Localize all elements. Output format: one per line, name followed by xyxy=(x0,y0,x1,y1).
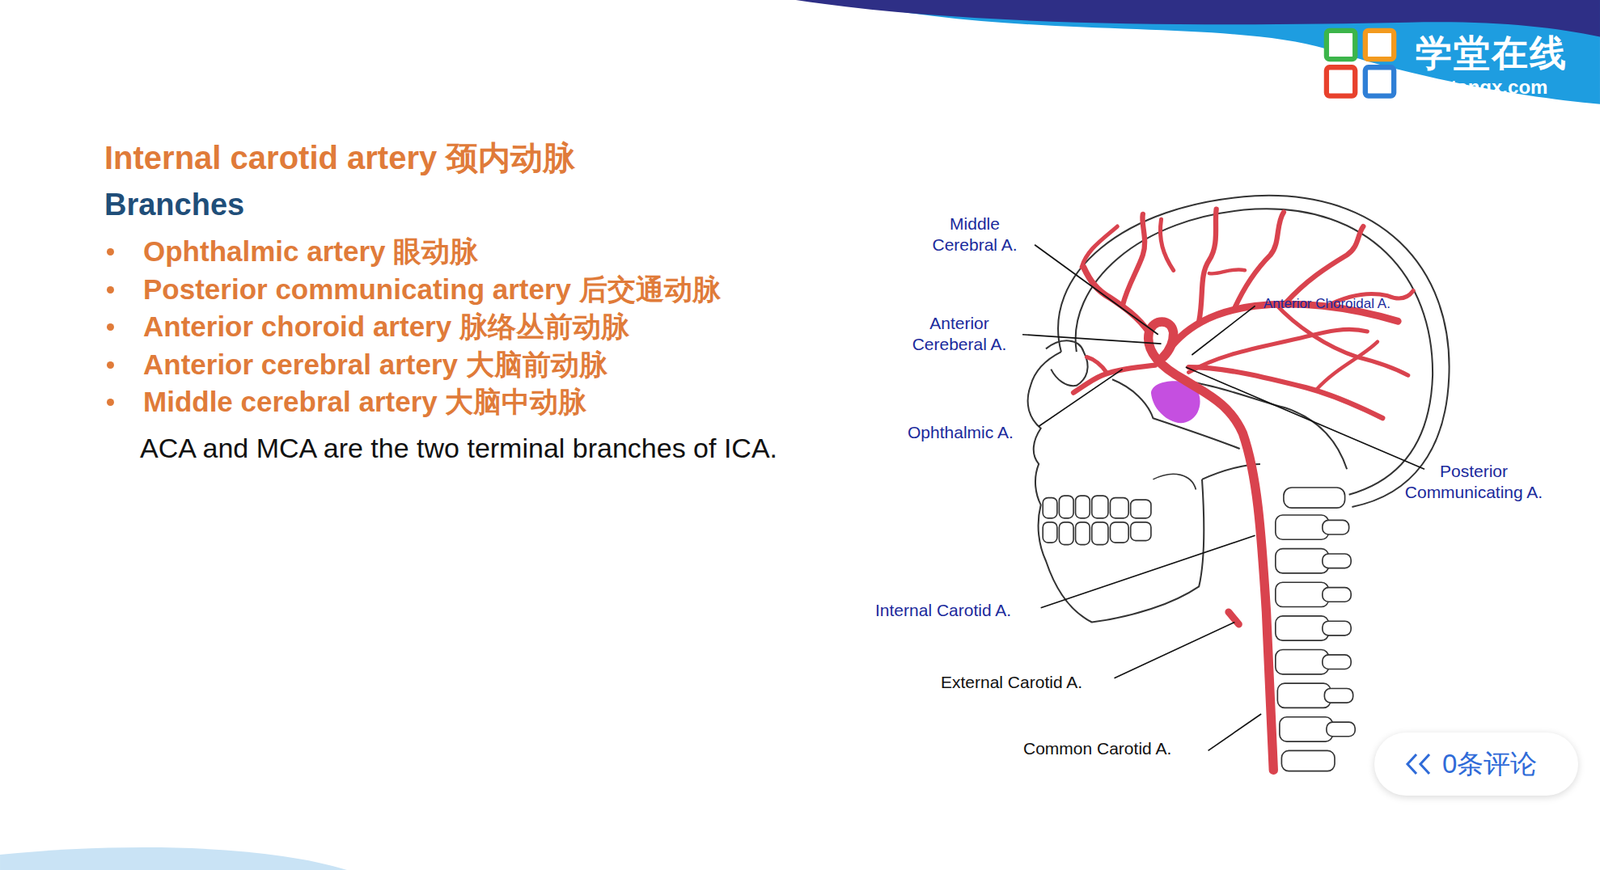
leader-lines xyxy=(1022,245,1425,752)
bullet-dot xyxy=(106,248,115,256)
slide-title: Internal carotid artery 颈内动脉 xyxy=(104,135,576,181)
bullet-dot xyxy=(106,286,115,294)
bullet-item: Anterior choroid artery 脉络丛前动脉 xyxy=(143,308,630,347)
artery-label: Posterior Communicating A. xyxy=(1388,461,1559,504)
teeth xyxy=(1042,474,1196,545)
footer-wave xyxy=(0,847,348,870)
artery-label: Ophthalmic A. xyxy=(907,422,1014,444)
section-heading: Branches xyxy=(104,187,245,223)
artery-label: External Carotid A. xyxy=(940,673,1083,693)
vertebrae xyxy=(1275,487,1355,772)
arteries xyxy=(1073,209,1414,771)
skull-outline xyxy=(1028,195,1450,623)
logo-url: xuetangx.com xyxy=(1417,76,1548,99)
bullet-dot xyxy=(106,361,115,369)
bullet-item: Anterior cerebral artery 大脑前动脉 xyxy=(143,346,608,385)
artery-label: Middle Cerebral A. xyxy=(918,213,1032,257)
button-label: 0条评论 xyxy=(1442,746,1537,784)
chevron-icon xyxy=(1405,752,1433,777)
bullet-dot xyxy=(106,398,115,407)
artery-label: Anterior Choroidal A. xyxy=(1263,296,1391,313)
bullet-item: Posterior communicating artery 后交通动脉 xyxy=(143,270,721,309)
artery-label: Anterior Cereberal A. xyxy=(898,313,1021,356)
bullet-item: Middle cerebral artery 大脑中动脉 xyxy=(143,383,588,422)
artery-label: Common Carotid A. xyxy=(1023,739,1172,759)
bullet-item: Ophthalmic artery 眼动脉 xyxy=(143,232,479,271)
logo-icon xyxy=(1326,30,1394,97)
comment-button: 0条评论 xyxy=(1374,732,1579,796)
header-wave-dark xyxy=(795,0,1600,37)
note-text: ACA and MCA are the two terminal branche… xyxy=(139,432,778,465)
logo-text: 学堂在线 xyxy=(1415,29,1568,78)
bullet-dot xyxy=(106,323,115,331)
artery-label: Internal Carotid A. xyxy=(875,600,1012,622)
